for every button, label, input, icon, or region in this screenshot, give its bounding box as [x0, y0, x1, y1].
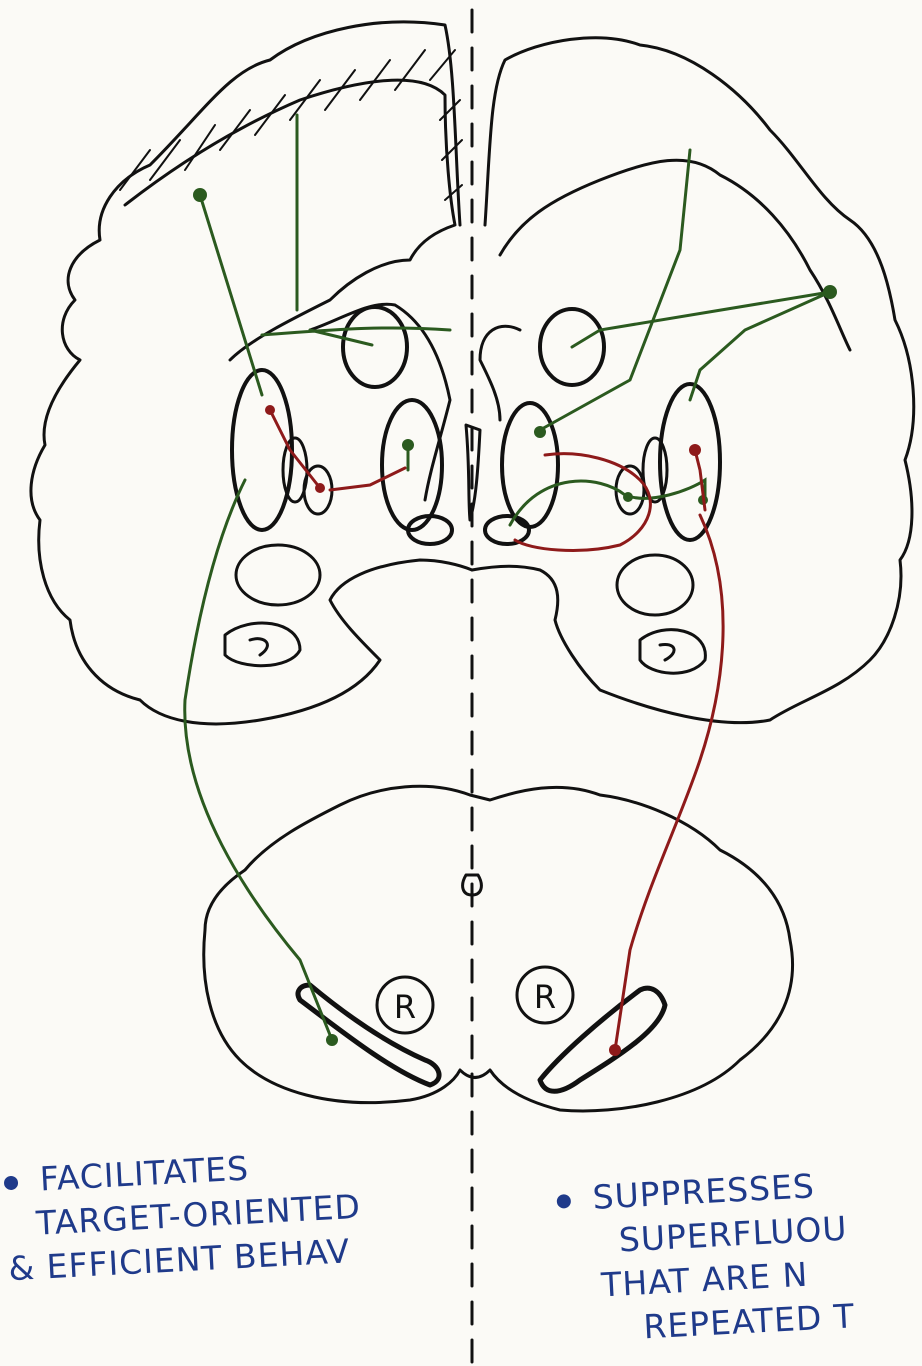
red-node-sn-right — [609, 1044, 621, 1056]
left-cortex-hatch — [120, 50, 462, 200]
red-loop-right — [515, 454, 650, 551]
green-node-gpi-right — [623, 492, 633, 502]
right-putamen — [660, 384, 720, 540]
right-hemisphere-outline — [472, 38, 914, 723]
left-caudate — [343, 307, 407, 387]
direct-pathway — [185, 115, 830, 1040]
right-hippocampus — [640, 630, 705, 674]
note-right: SUPPRESSES SUPERFLUOU THAT ARE N REPEATE… — [556, 1162, 856, 1353]
left-hippocampus — [225, 623, 300, 666]
red-node-gpi-left — [315, 483, 325, 493]
red-nucleus-right-label: R — [534, 978, 556, 1016]
green-cortex-to-caudate-right — [572, 292, 830, 347]
green-cortex-right — [540, 150, 690, 430]
green-node-thalamus-left — [402, 439, 414, 451]
red-nucleus-left-label: R — [394, 988, 416, 1026]
red-node-putamen-right — [689, 444, 701, 456]
red-to-sn-right — [615, 515, 723, 1050]
indirect-pathway — [270, 410, 723, 1050]
green-cortex-to-putamen-left — [200, 195, 262, 395]
note-left: FACILITATES TARGET-ORIENTED & EFFICIENT … — [3, 1141, 364, 1291]
red-putamen-to-gpe-left — [270, 410, 320, 488]
green-node-sn-left — [326, 1034, 338, 1046]
right-stn — [485, 516, 529, 544]
bullet-right — [556, 1193, 571, 1208]
direct-pathway-nodes — [193, 188, 837, 1046]
green-cortex-to-putamen-right — [690, 292, 830, 400]
green-putamen-to-sn-left — [185, 480, 332, 1040]
green-node-caudate-right — [534, 426, 546, 438]
right-thalamus — [502, 403, 558, 527]
green-loop-right — [510, 480, 705, 525]
substantia-nigra-left — [298, 985, 439, 1085]
left-inner-gyri — [125, 80, 455, 360]
right-inner-gyri — [500, 160, 850, 350]
red-gpi-to-thalamus-left — [330, 468, 405, 490]
bullet-left — [4, 1175, 19, 1190]
right-temporal-blob — [617, 555, 693, 615]
substantia-nigra-right — [540, 988, 665, 1091]
note-left-line-1: FACILITATES — [39, 1149, 250, 1199]
right-ventricle — [480, 326, 520, 420]
red-node-putamen-left — [265, 405, 275, 415]
green-node-cortex-left — [193, 188, 207, 202]
green-node-cortex-right — [823, 285, 837, 299]
left-temporal-blob — [236, 545, 320, 605]
